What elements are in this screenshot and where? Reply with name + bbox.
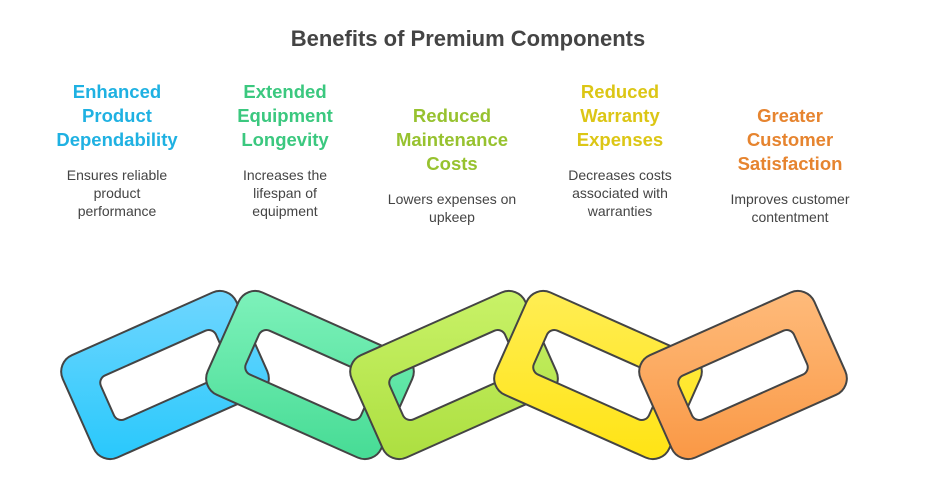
benefit-description: Decreases costs associated with warranti… xyxy=(568,167,672,219)
benefit-maintenance-costs: Reduced Maintenance Costs Lowers expense… xyxy=(367,104,537,226)
benefit-description: Ensures reliable product performance xyxy=(66,167,168,219)
benefit-description: Lowers expenses on upkeep xyxy=(387,191,517,225)
benefit-heading: Extended Equipment Longevity xyxy=(237,81,333,150)
benefit-warranty-expenses: Reduced Warranty Expenses Decreases cost… xyxy=(535,80,705,220)
diagram-title: Benefits of Premium Components xyxy=(290,26,646,51)
benefit-description: Increases the lifespan of equipment xyxy=(242,167,328,219)
benefit-heading: Greater Customer Satisfaction xyxy=(737,105,843,174)
benefit-heading: Reduced Warranty Expenses xyxy=(576,81,664,150)
benefit-heading: Enhanced Product Dependability xyxy=(56,81,178,150)
benefit-equipment-longevity: Extended Equipment Longevity Increases t… xyxy=(200,80,370,220)
chain-link-5 xyxy=(638,289,848,461)
benefit-product-dependability: Enhanced Product Dependability Ensures r… xyxy=(32,80,202,220)
benefit-customer-satisfaction: Greater Customer Satisfaction Improves c… xyxy=(705,104,875,226)
benefit-heading: Reduced Maintenance Costs xyxy=(395,105,509,174)
benefit-description: Improves customer contentment xyxy=(730,191,850,225)
